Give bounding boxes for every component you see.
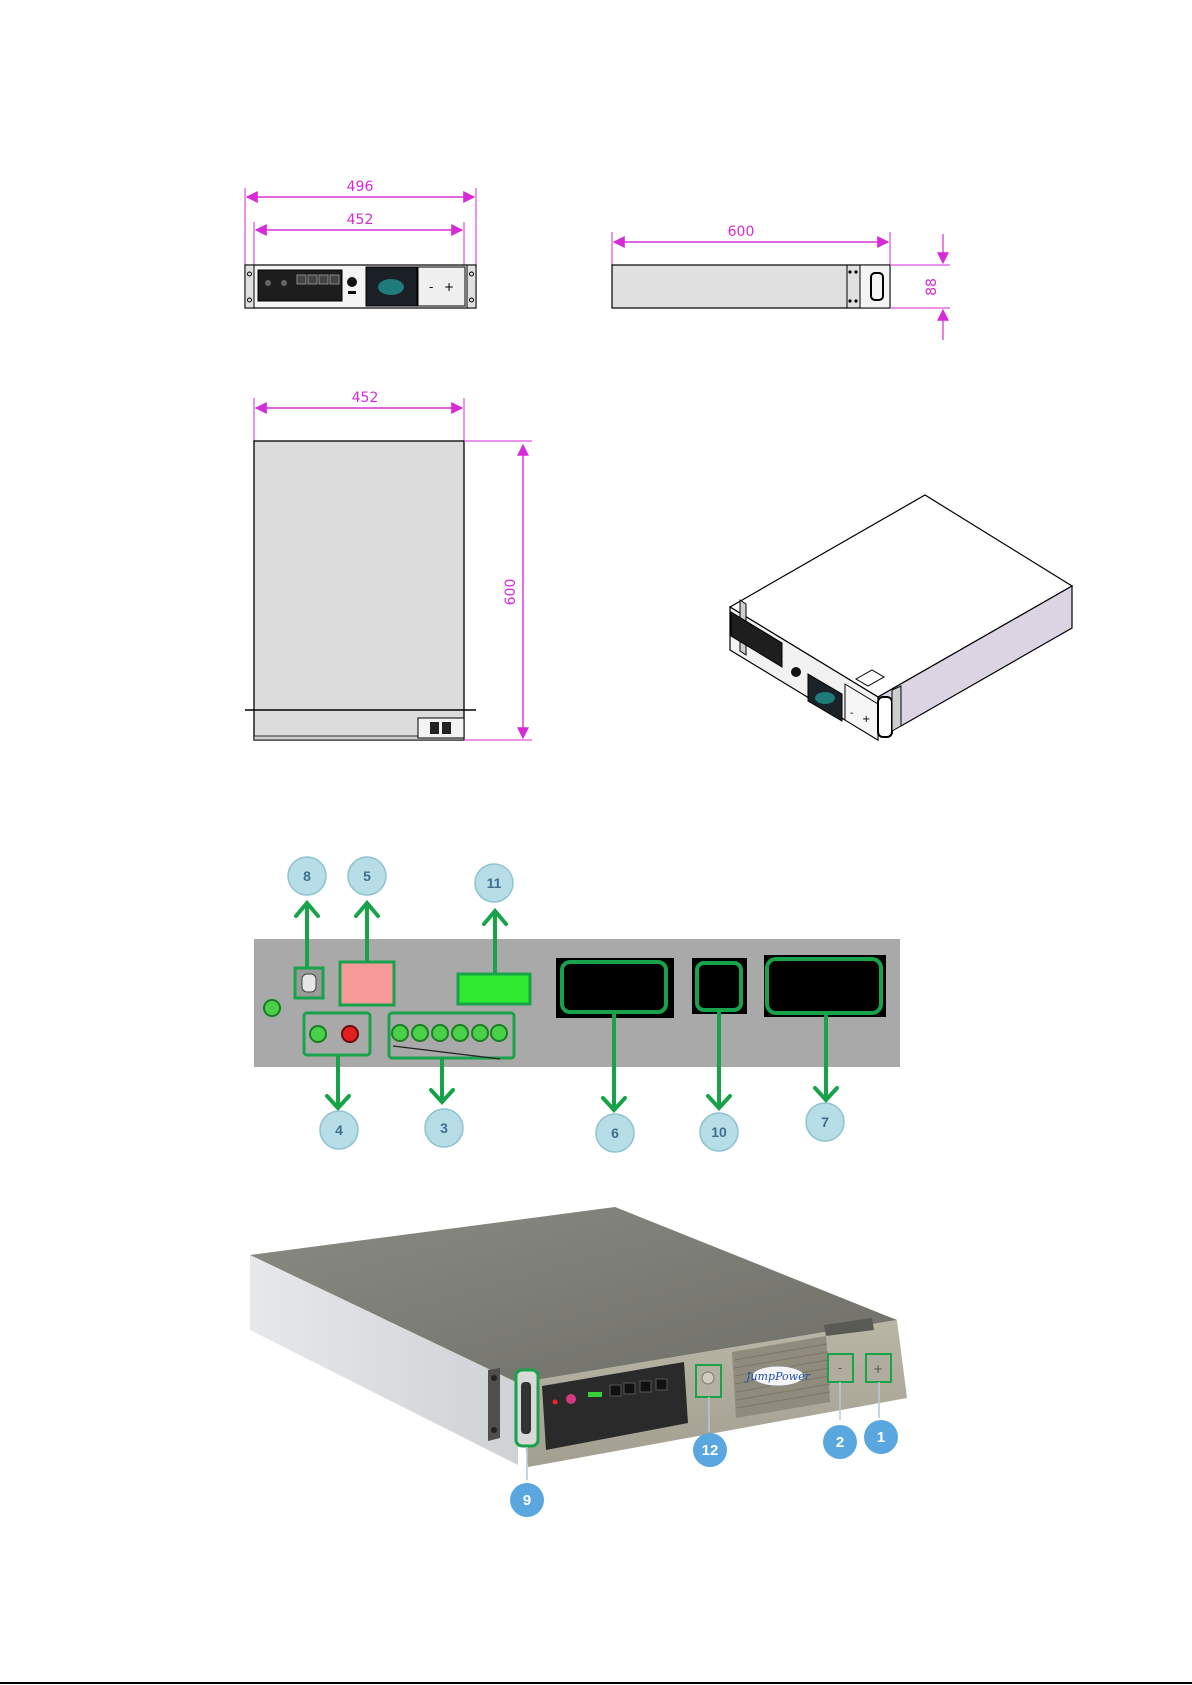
dim-top-width: 452 — [352, 390, 379, 406]
side-view: 600 88 — [612, 224, 950, 340]
front-panel-diagram: 8 5 11 4 3 6 10 7 — [254, 857, 900, 1152]
svg-text:8: 8 — [303, 868, 311, 884]
svg-text:1: 1 — [877, 1429, 885, 1446]
callout-10: 10 — [700, 1113, 738, 1151]
dim-top-depth: 600 — [503, 579, 519, 606]
callout-11: 11 — [475, 864, 513, 902]
front-power-button-icon — [347, 277, 357, 287]
callout-6: 6 — [596, 1114, 634, 1152]
callout-7: 7 — [806, 1103, 844, 1141]
port-block-10 — [697, 963, 741, 1010]
port-block-6 — [562, 962, 666, 1012]
callout-9: 9 — [510, 1483, 544, 1517]
dim-front-overall-width: 496 — [347, 179, 374, 195]
svg-text:10: 10 — [711, 1124, 727, 1140]
svg-text:7: 7 — [821, 1114, 829, 1130]
iso-plus-label: + — [862, 714, 870, 725]
footer-rule — [0, 1682, 1192, 1684]
callout-8: 8 — [288, 857, 326, 895]
side-chassis — [612, 265, 890, 308]
front-minus-label: - — [429, 280, 433, 294]
callout-12: 12 — [693, 1433, 727, 1467]
svg-text:9: 9 — [523, 1492, 531, 1509]
top-view: 452 600 — [245, 390, 532, 740]
status-led-left — [264, 1000, 280, 1016]
svg-text:5: 5 — [363, 868, 371, 884]
svg-text:2: 2 — [836, 1434, 844, 1451]
dim-side-depth: 600 — [728, 224, 755, 240]
svg-text:-: - — [838, 1361, 842, 1375]
callout-3: 3 — [425, 1109, 463, 1147]
power-button — [340, 962, 394, 1005]
callout-2: 2 — [823, 1425, 857, 1459]
svg-text:6: 6 — [611, 1125, 619, 1141]
logo-text: JumpPower — [744, 1370, 810, 1383]
top-chassis — [254, 441, 464, 740]
front-plus-label: + — [444, 280, 454, 294]
lcd-display — [458, 974, 530, 1004]
svg-text:12: 12 — [702, 1442, 719, 1459]
front-view: 496 452 - + — [245, 179, 476, 308]
dim-side-height: 88 — [924, 278, 940, 296]
iso-handle — [878, 697, 892, 737]
svg-text:11: 11 — [487, 875, 502, 891]
callout-1: 1 — [864, 1420, 898, 1454]
dim-front-mount-width: 452 — [347, 212, 374, 228]
product-photo: JumpPower - + 2 1 12 9 — [250, 1207, 907, 1517]
callout-5: 5 — [348, 857, 386, 895]
svg-text:3: 3 — [440, 1120, 448, 1136]
svg-text:4: 4 — [335, 1122, 343, 1138]
svg-text:+: + — [873, 1362, 883, 1376]
callout-4: 4 — [320, 1111, 358, 1149]
iso-minus-label: - — [850, 708, 854, 719]
isometric-view: - + — [730, 495, 1072, 1201]
port-block-7 — [767, 959, 881, 1013]
